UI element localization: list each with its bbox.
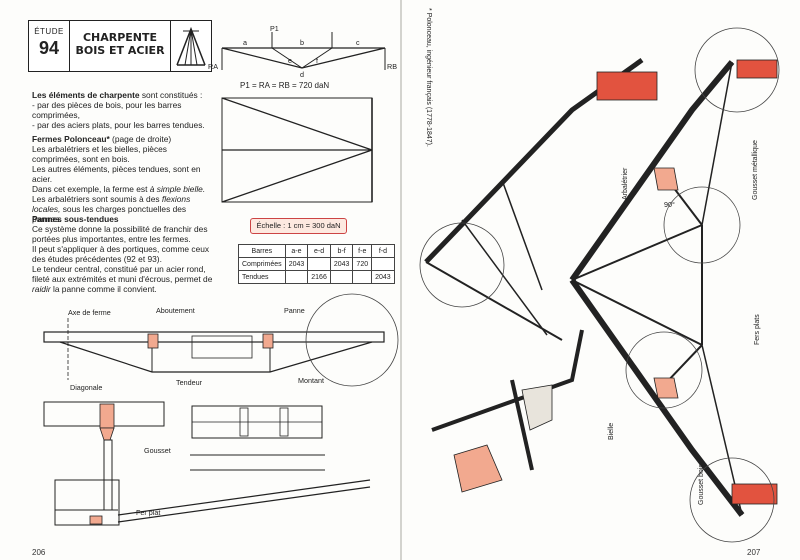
title-line-2: BOIS ET ACIER	[75, 44, 165, 57]
purlin-p3b: raidir	[32, 284, 51, 294]
table-cell: 2043	[284, 257, 309, 271]
reaction-formula: P1 = RA = RB = 720 daN	[240, 81, 330, 90]
study-header: ÉTUDE 94 CHARPENTE BOIS ET ACIER	[28, 20, 212, 72]
label-d: d	[300, 70, 304, 79]
label-e: e	[288, 56, 292, 65]
label-fer-plat: Fer plat	[136, 508, 161, 517]
label-rb: RB	[387, 62, 397, 71]
purlin-p3c: la panne comme il convient.	[50, 284, 157, 294]
polonceau-p3: Dans cet exemple, la ferme est à simple …	[32, 184, 217, 194]
right-page: * Polonceau, ingénieur français (1778-18…	[402, 0, 800, 560]
study-title: CHARPENTE BOIS ET ACIER	[70, 21, 171, 71]
purlin-p2: Il peut s'appliquer à des portiques, com…	[32, 244, 210, 264]
page-number-left: 206	[32, 548, 46, 557]
table-cell	[352, 270, 373, 284]
purlin-p3: Le tendeur central, constitué par un aci…	[32, 264, 217, 294]
table-cell: 720	[352, 257, 373, 271]
purlin-title: Pannes sous-tendues	[32, 214, 119, 224]
polonceau-p4: Les arbalétriers sont soumis à des flexi…	[32, 194, 217, 224]
label-fers-plats: Fers plats	[754, 314, 761, 345]
study-number-cell: ÉTUDE 94	[29, 21, 70, 71]
truss-logo-icon	[171, 21, 211, 71]
label-f: f	[316, 56, 318, 65]
bar-forces-table: Barres a-e e-d b-f f-e f-d Comprimées 20…	[238, 244, 395, 284]
title-line-1: CHARPENTE	[82, 31, 158, 44]
table-cell: 2166	[307, 270, 331, 284]
purlin-p3a: Le tendeur central, constitué par un aci…	[32, 264, 213, 284]
table-cell	[284, 270, 309, 284]
label-montant: Montant	[298, 376, 324, 385]
polonceau-p3a: Dans cet exemple, la ferme est	[32, 184, 150, 194]
table-row: Comprimées 2043 2043 720	[238, 257, 395, 271]
label-gousset-bois: Gousset bois	[698, 464, 705, 505]
polonceau-footnote: * Polonceau, ingénieur français (1778-18…	[425, 8, 432, 147]
truss-load-diagram	[43, 32, 399, 526]
table-cell	[371, 257, 395, 271]
table-header: e-d	[307, 244, 331, 258]
table-header-row: Barres a-e e-d b-f f-e f-d	[238, 244, 395, 258]
polonceau-p4c: sous les charges ponctuelles des pannes.	[32, 204, 187, 224]
table-header: f-d	[371, 244, 395, 258]
label-gousset-metallique: Gousset métallique	[752, 140, 759, 200]
label-axe-ferme: Axe de ferme	[68, 308, 111, 317]
table-header: Barres	[238, 244, 286, 258]
label-a: a	[243, 38, 247, 47]
row-label: Tendues	[238, 270, 286, 284]
table-row: Tendues 2166 2043	[238, 270, 395, 284]
intro-section: Les éléments de charpente sont constitué…	[32, 90, 217, 130]
label-c: c	[356, 38, 360, 47]
polonceau-note: (page de droite)	[109, 134, 172, 144]
polonceau-p4a: Les arbalétriers sont soumis à des	[32, 194, 162, 204]
label-angle: 90°	[664, 200, 675, 209]
polonceau-section: Fermes Polonceau* (page de droite) Les a…	[32, 134, 217, 224]
polonceau-title: Fermes Polonceau*	[32, 134, 110, 144]
scale-box: Échelle : 1 cm = 300 daN	[250, 218, 347, 234]
label-b: b	[300, 38, 304, 47]
study-number: 94	[38, 38, 60, 58]
purlin-section: Pannes sous-tendues Ce système donne la …	[32, 214, 217, 294]
table-cell	[329, 270, 354, 284]
polonceau-p3b: à simple bielle.	[149, 184, 206, 194]
polonceau-p1: Les arbalétriers et les bielles, pièces …	[32, 144, 167, 164]
polonceau-heading: Fermes Polonceau* (page de droite)	[32, 134, 217, 144]
polonceau-p4b: flexions locales,	[32, 194, 191, 214]
polonceau-p2: Les autres éléments, pièces tendues, son…	[32, 164, 201, 184]
label-arbaletrier: Arbalétrier	[622, 167, 629, 200]
label-diagonale: Diagonale	[70, 383, 103, 392]
table-header: a-e	[284, 244, 309, 258]
label-tendeur: Tendeur	[176, 378, 202, 387]
purlin-p1: Ce système donne la possibilité de franc…	[32, 224, 208, 244]
intro-paragraph: Les éléments de charpente sont constitué…	[32, 90, 217, 100]
table-cell: 2043	[371, 270, 395, 284]
table-header: f-e	[352, 244, 373, 258]
intro-rest: sont constitués :	[139, 90, 203, 100]
intro-item-steel: - par des aciers plats, pour les barres …	[32, 120, 205, 130]
study-label: ÉTUDE	[34, 27, 64, 36]
label-aboutement: Aboutement	[156, 306, 195, 315]
intro-bold: Les éléments de charpente	[32, 90, 140, 100]
table-cell: 2043	[329, 257, 354, 271]
table-cell	[307, 257, 331, 271]
page-number-right: 207	[747, 548, 761, 557]
label-panne: Panne	[284, 306, 305, 315]
table-header: b-f	[329, 244, 354, 258]
label-gousset: Gousset	[144, 446, 171, 455]
row-label: Comprimées	[238, 257, 286, 271]
intro-item-wood: - par des pièces de bois, pour les barre…	[32, 100, 182, 120]
book-gutter	[398, 0, 404, 560]
label-p1-top: P1	[270, 24, 279, 33]
left-page: ÉTUDE 94 CHARPENTE BOIS ET ACIER	[28, 20, 399, 557]
polonceau-truss-drawing	[419, 27, 780, 543]
label-ra: RA	[208, 62, 218, 71]
label-bielle: Bielle	[608, 422, 615, 440]
